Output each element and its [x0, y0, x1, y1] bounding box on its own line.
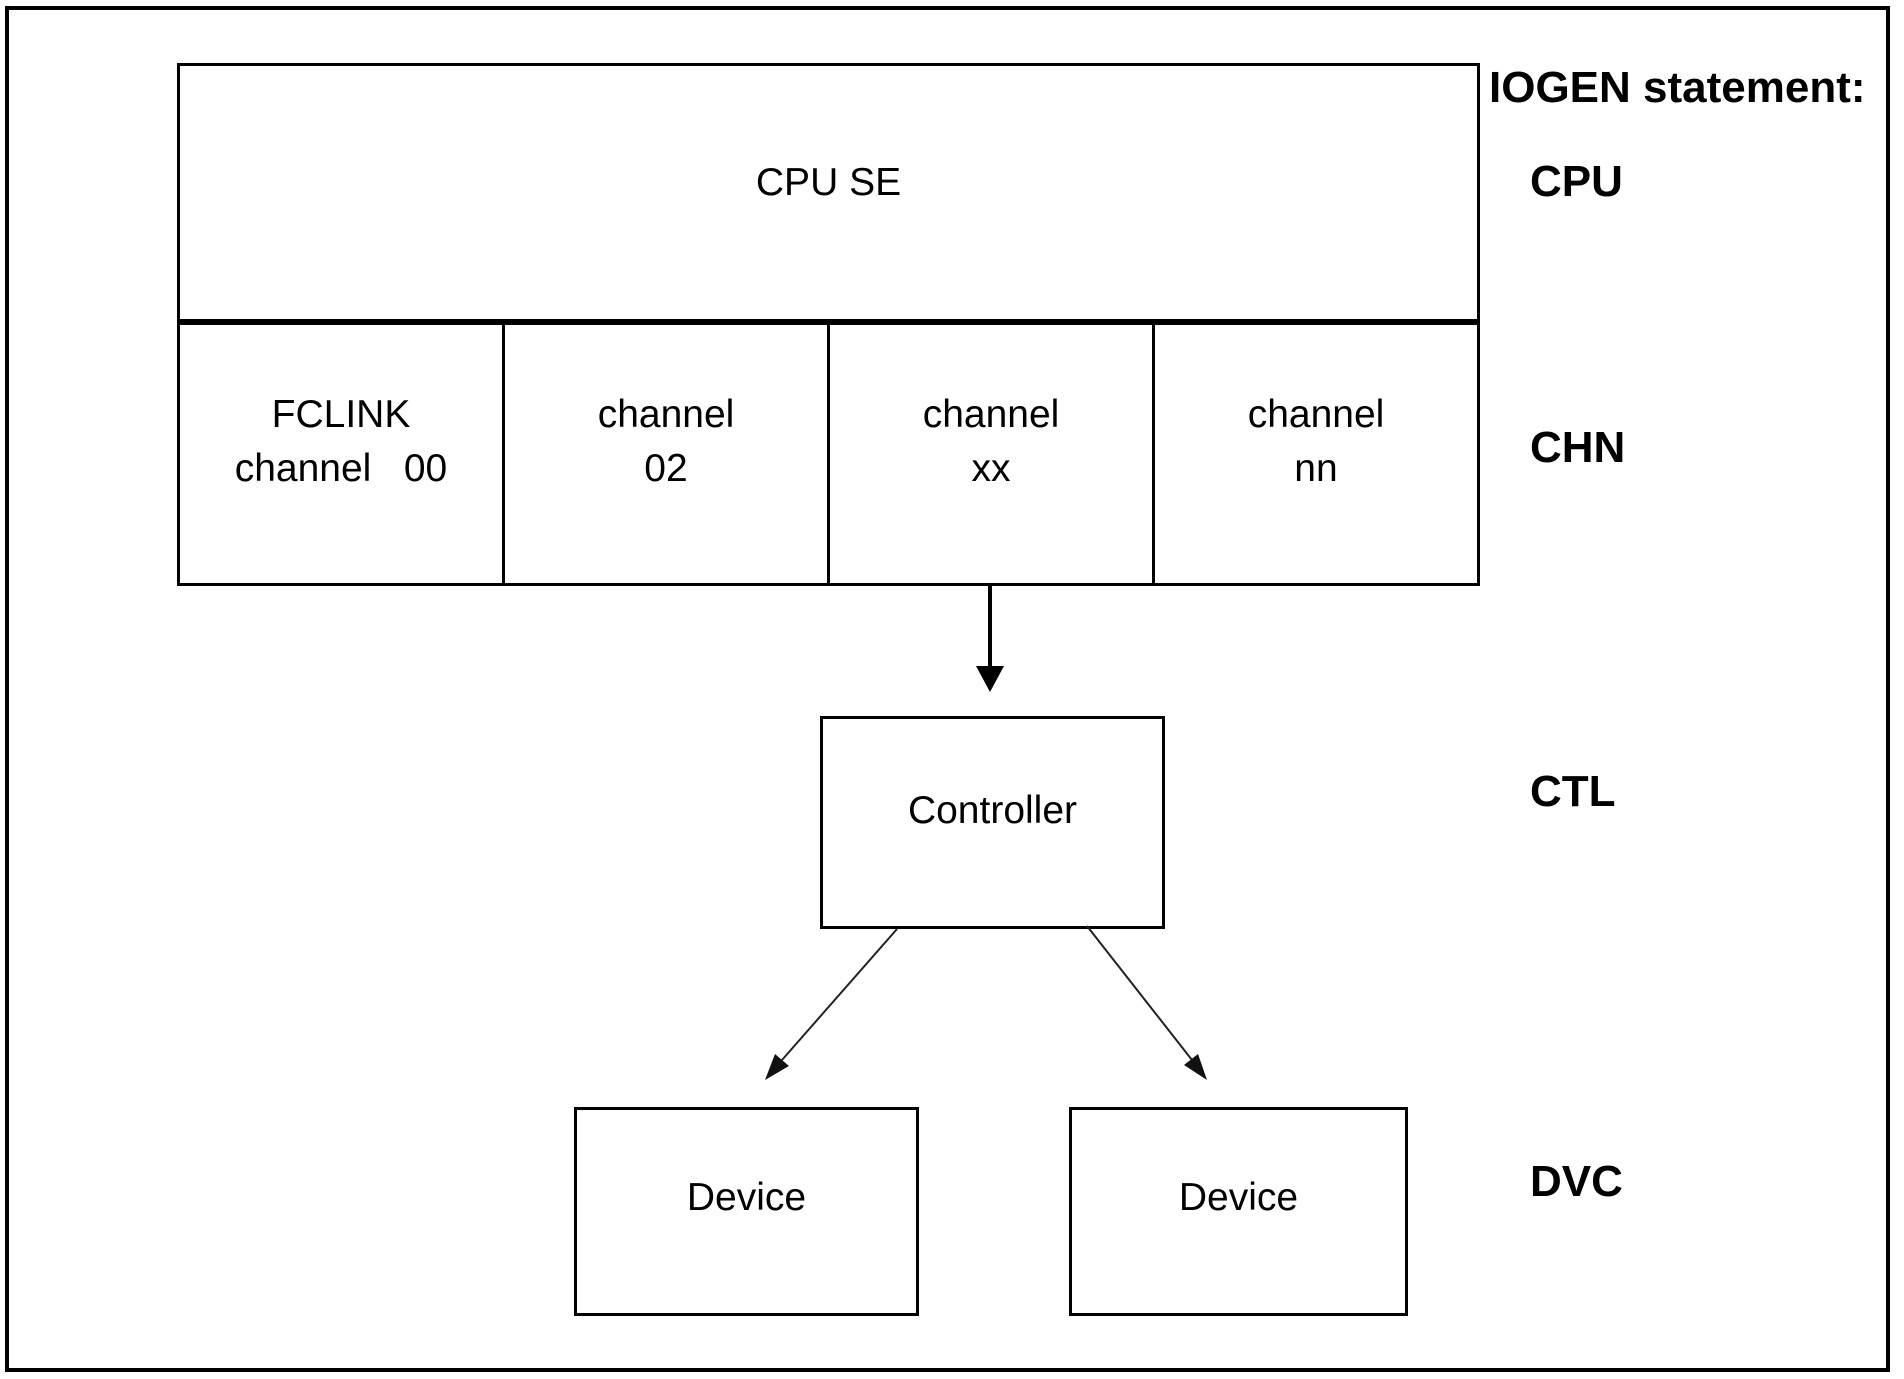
channel-cell-line2: channel 00 [234, 447, 448, 490]
channel-cell-line2: 02 [644, 447, 688, 490]
channel-cell-line1: FCLINK [271, 393, 411, 436]
channel-cell-line1: channel [1247, 393, 1385, 436]
channel-cell-line2: nn [1294, 447, 1338, 490]
statement-label-dvc: DVC [1530, 1157, 1623, 1206]
statement-label-chn: CHN [1530, 423, 1626, 472]
device-box-right: Device [1069, 1107, 1408, 1316]
iogen-statement-heading: IOGEN statement: [1489, 63, 1866, 112]
channel-cell-nn: channel nn [1155, 325, 1477, 583]
controller-label: Controller [907, 789, 1078, 833]
controller-box: Controller [820, 716, 1165, 929]
channel-cell-line1: channel [597, 393, 735, 436]
channel-cell-02: channel 02 [505, 325, 830, 583]
channel-cell-line1: channel [922, 393, 1060, 436]
channel-row: FCLINK channel 00 channel 02 channel xx … [177, 322, 1480, 586]
cpu-se-box: CPU SE [177, 63, 1480, 322]
cpu-se-label: CPU SE [755, 161, 902, 205]
device-label: Device [686, 1176, 807, 1220]
device-box-left: Device [574, 1107, 919, 1316]
channel-cell-xx: channel xx [830, 325, 1155, 583]
channel-cell-line2: xx [971, 447, 1011, 490]
statement-label-cpu: CPU [1530, 157, 1623, 206]
statement-label-ctl: CTL [1530, 767, 1616, 816]
device-label: Device [1178, 1176, 1299, 1220]
channel-cell-fclink-00: FCLINK channel 00 [180, 325, 505, 583]
